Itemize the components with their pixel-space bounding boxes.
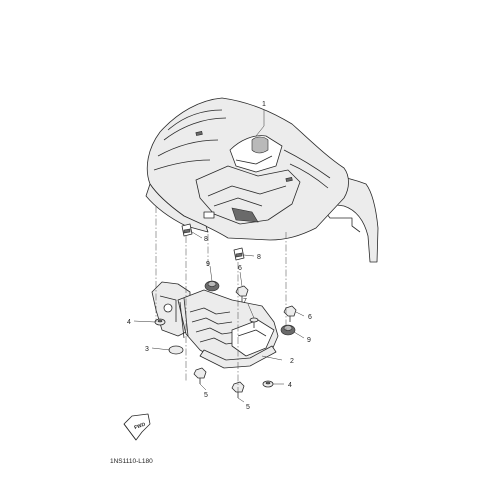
bolt-part-6a	[235, 285, 249, 302]
figure-code: 1NS1110-L180	[110, 458, 153, 465]
front-lower-panel-part-2	[151, 281, 279, 369]
callout-8a: 8	[204, 236, 208, 243]
callout-6b: 6	[308, 314, 312, 321]
callout-4b: 4	[288, 382, 292, 389]
callout-4a: 4	[127, 319, 131, 326]
screw-part-7	[249, 317, 259, 328]
clip-part-8b	[233, 247, 245, 261]
grommet-part-4a	[154, 318, 166, 326]
clip-part-8a	[181, 223, 193, 237]
bolt-part-6b	[283, 305, 297, 322]
forward-direction-arrow: FWD	[123, 413, 151, 441]
bumper-part-9a	[204, 280, 220, 292]
disc-part-3	[168, 345, 184, 355]
callout-7: 7	[243, 298, 247, 305]
callout-2: 2	[290, 358, 294, 365]
leader-lines	[133, 110, 305, 403]
callout-8b: 8	[257, 254, 261, 261]
assembly-centerlines	[155, 206, 287, 392]
bumper-part-9b	[280, 324, 296, 336]
callout-6a: 6	[238, 265, 242, 272]
callout-9b: 9	[307, 337, 311, 344]
callout-5b: 5	[246, 404, 250, 411]
front-fender-part-1	[145, 97, 379, 263]
callout-9a: 9	[206, 261, 210, 268]
direction-label: FWD	[134, 421, 147, 431]
callout-1: 1	[262, 101, 266, 108]
bolt-part-5a	[193, 367, 207, 384]
callout-5a: 5	[204, 392, 208, 399]
callout-labels: 1 2 3 4 4 5 5 6 6 7 8 8 9 9	[127, 101, 312, 411]
callout-3: 3	[145, 346, 149, 353]
grommet-part-4b	[262, 380, 274, 388]
